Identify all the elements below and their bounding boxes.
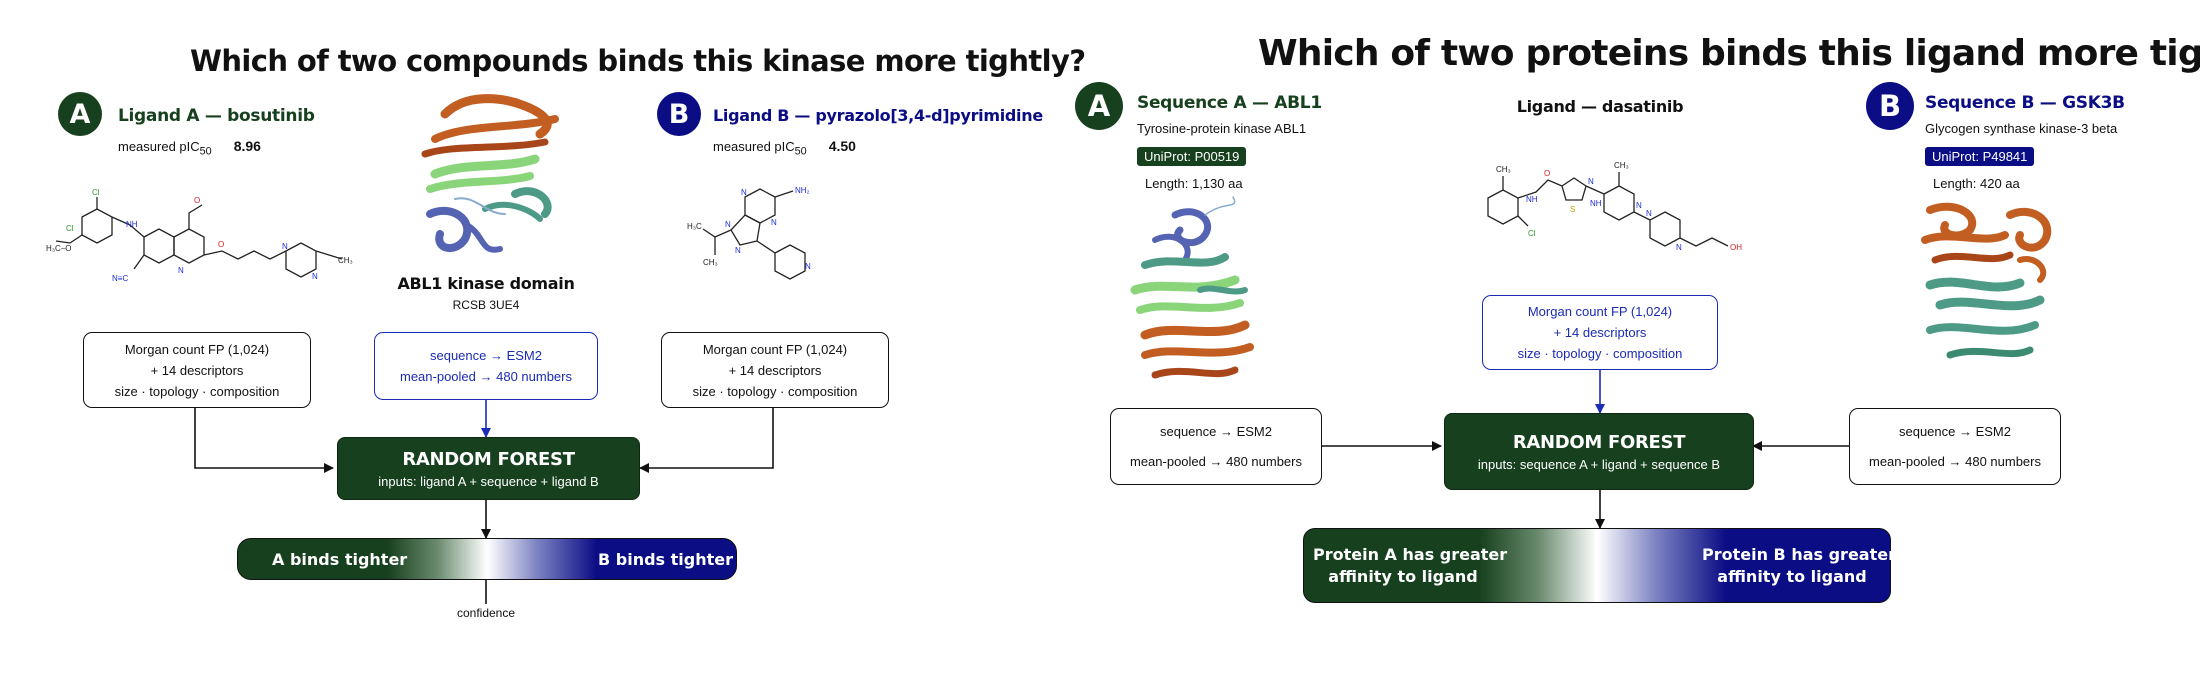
svg-text:N: N [1646, 209, 1652, 218]
sequence-b-badge: B [1866, 82, 1914, 130]
svg-text:N: N [282, 242, 288, 251]
svg-text:NH: NH [1526, 195, 1538, 204]
svg-text:S: S [1570, 205, 1575, 214]
ligand-a-pic50-value: 8.96 [233, 138, 261, 154]
random-forest-title-2: RANDOM FOREST [1512, 431, 1686, 453]
svg-text:OH: OH [1730, 243, 1742, 252]
ligand-features-box: Morgan count FP (1,024) + 14 descriptors… [1482, 295, 1718, 370]
sequence-a-badge: A [1075, 82, 1123, 130]
sequence-a-name: Sequence A — ABL1 [1137, 93, 1322, 113]
svg-text:N≡C: N≡C [112, 274, 128, 283]
arrow-ligand-b-to-model [639, 408, 774, 473]
svg-text:H₃C: H₃C [687, 222, 702, 231]
svg-text:N: N [771, 218, 777, 227]
ligand-a-features-box: Morgan count FP (1,024) + 14 descriptors… [83, 332, 311, 408]
svg-text:N: N [741, 188, 747, 197]
svg-text:Cl: Cl [1528, 229, 1536, 238]
output-protein-a-greater: Protein A has greater affinity to ligand [1313, 545, 1508, 586]
svg-text:N: N [1636, 201, 1642, 210]
sequence-b-features-box: sequence → ESM2 mean-pooled → 480 number… [1849, 408, 2061, 485]
sequence-a-uniprot-tag: UniProt: P00519 [1137, 147, 1247, 166]
svg-text:N: N [178, 266, 184, 275]
random-forest-inputs-2: inputs: sequence A + ligand + sequence B [1477, 456, 1721, 472]
svg-text:Cl: Cl [92, 188, 100, 197]
svg-text:N: N [725, 220, 731, 229]
output-affinity-bar [1303, 528, 1891, 603]
protein-features-box: sequence → ESM2 mean-pooled → 480 number… [374, 332, 598, 400]
svg-text:CH₃: CH₃ [1614, 161, 1629, 170]
output-protein-b-greater: Protein B has greater affinity to ligand [1702, 545, 1896, 586]
svg-text:H₃C–O: H₃C–O [46, 244, 71, 253]
sequence-b-length: Length: 420 aa [1933, 176, 2020, 191]
svg-text:N: N [1676, 243, 1682, 252]
output-b-binds-tighter: B binds tighter [598, 550, 734, 569]
svg-text:NH₂: NH₂ [795, 186, 810, 195]
protein-name: ABL1 kinase domain [397, 274, 575, 293]
ligand-a-badge: A [58, 92, 102, 136]
random-forest-model-box-2: RANDOM FOREST inputs: sequence A + ligan… [1444, 413, 1754, 490]
svg-text:N: N [312, 272, 318, 281]
svg-text:N: N [1588, 177, 1594, 186]
ligand-b-badge: B [657, 92, 701, 136]
random-forest-inputs: inputs: ligand A + sequence + ligand B [378, 473, 599, 489]
sequence-a-description: Tyrosine-protein kinase ABL1 [1137, 121, 1307, 136]
random-forest-title: RANDOM FOREST [402, 448, 575, 470]
svg-text:N: N [735, 246, 741, 255]
sequence-a-length: Length: 1,130 aa [1145, 176, 1243, 191]
gsk3b-structure [1921, 202, 2052, 359]
dasatinib-structure: CH₃ Cl NH O S N NH CH₃ N N N OH [1487, 161, 1742, 252]
sequence-b-description: Glycogen synthase kinase-3 beta [1925, 121, 2118, 136]
svg-text:CH₃: CH₃ [703, 258, 718, 267]
svg-text:O: O [218, 240, 224, 249]
output-a-binds-tighter: A binds tighter [272, 550, 408, 569]
protein-pdb-id: RCSB 3UE4 [452, 298, 520, 312]
sequence-b-uniprot-tag: UniProt: P49841 [1925, 147, 2035, 166]
svg-text:CH₃: CH₃ [1496, 165, 1511, 174]
pyrazolopyrimidine-structure: N N N N NH₂ N H₃C CH₃ [687, 186, 811, 280]
sequence-a-features-box: sequence → ESM2 mean-pooled → 480 number… [1110, 408, 1322, 485]
right-panel-title: Which of two proteins binds this ligand … [1258, 33, 2200, 74]
ligand-a-name: Ligand A — bosutinib [118, 106, 315, 126]
svg-text:O: O [194, 196, 200, 205]
bosutinib-structure: Cl Cl H₃C–O NH N≡C O O N N N CH₃ [46, 188, 353, 283]
ligand-b-pic50-value: 4.50 [828, 138, 856, 154]
svg-text:N: N [805, 262, 811, 271]
abl1-kinase-structure [421, 94, 559, 253]
svg-text:Cl: Cl [66, 224, 74, 233]
svg-text:NH: NH [126, 220, 138, 229]
ligand-b-name: Ligand B — pyrazolo[3,4-d]pyrimidine [713, 106, 1043, 125]
sequence-b-name: Sequence B — GSK3B [1925, 93, 2125, 113]
svg-text:O: O [1544, 169, 1550, 178]
abl1-full-structure [1130, 196, 1254, 379]
random-forest-model-box: RANDOM FOREST inputs: ligand A + sequenc… [337, 437, 640, 500]
svg-text:CH₃: CH₃ [338, 256, 353, 265]
arrow-ligand-a-to-model [194, 408, 334, 473]
ligand-b-features-box: Morgan count FP (1,024) + 14 descriptors… [661, 332, 889, 408]
svg-text:NH: NH [1590, 199, 1602, 208]
left-panel-title: Which of two compounds binds this kinase… [190, 44, 1086, 78]
dasatinib-name: Ligand — dasatinib [1516, 97, 1684, 116]
confidence-label: confidence [456, 606, 516, 620]
output-confidence-bar [237, 538, 737, 580]
